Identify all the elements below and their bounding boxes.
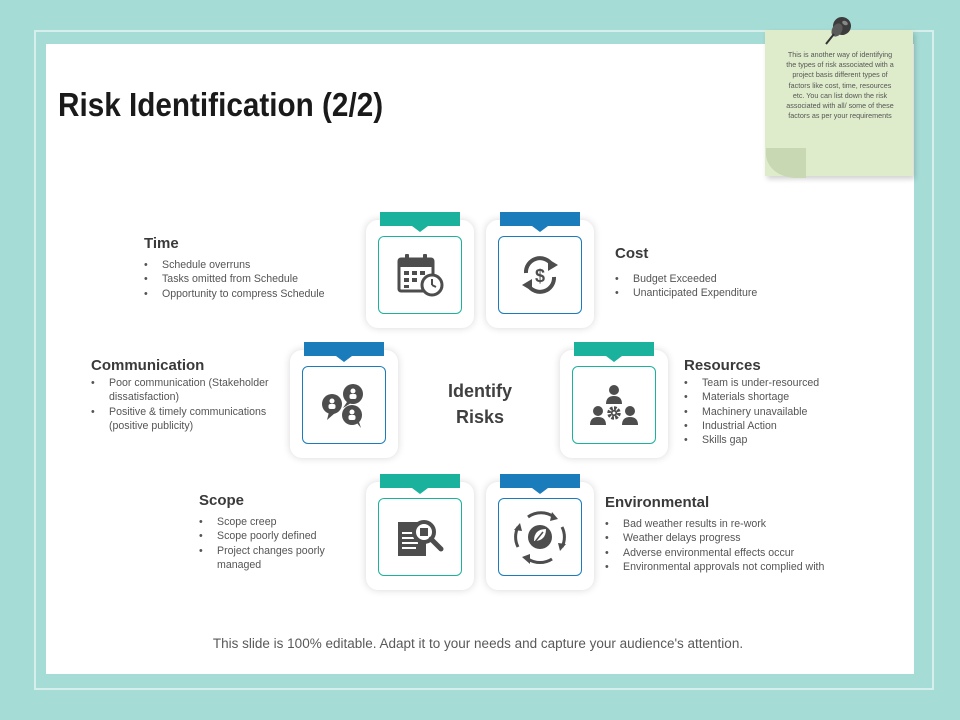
category-resources: Resources Team is under-resourced Materi… [684,357,884,448]
list-item: Weather delays progress [605,531,885,546]
document-search-icon [398,520,444,556]
slide-frame [34,30,934,690]
list-item: Materials shortage [684,390,884,405]
list-item: Budget Exceeded [615,272,835,287]
center-label: Identify Risks [425,378,535,430]
list-item: Scope poorly defined [199,529,359,544]
list-item: Schedule overruns [144,258,359,273]
slide-title: Risk Identification (2/2) [58,86,384,123]
tile-scope [366,474,474,590]
list-item: Poor communication (Stakeholder dissatis… [91,376,271,405]
tile-cost: $ [486,212,594,328]
list-item: Skills gap [684,433,884,448]
tile-resources [560,342,668,458]
svg-text:$: $ [535,266,545,286]
list-item: Industrial Action [684,419,884,434]
category-title: Resources [684,357,761,374]
list-item: Bad weather results in re-work [605,517,885,532]
list-item: Tasks omitted from Schedule [144,272,359,287]
tile-tab [380,474,460,494]
center-label-line2: Risks [455,407,505,427]
tile-tab [500,474,580,494]
tile-tab [380,212,460,232]
list-item: Project changes poorly managed [199,544,359,573]
list-item: Scope creep [199,515,359,530]
tile-tab [304,342,384,362]
category-title: Time [144,235,179,252]
tile-communication [290,342,398,458]
list-item: Opportunity to compress Schedule [144,287,359,302]
people-chat-icon [322,384,363,428]
list-item: Environmental approvals not complied wit… [605,560,885,575]
calendar-clock-icon [397,254,444,297]
list-item: Positive & timely communications (positi… [91,405,271,434]
tile-tab [500,212,580,232]
dollar-cycle-icon: $ [522,256,558,294]
category-time: Time Schedule overruns Tasks omitted fro… [144,235,359,301]
category-title: Environmental [605,494,710,511]
category-communication: Communication Poor communication (Stakeh… [91,357,271,433]
tile-time [366,212,474,328]
center-label-line1: Identify [447,381,512,401]
category-cost: Cost Budget Exceeded Unanticipated Expen… [615,245,835,301]
category-environmental: Environmental Bad weather results in re-… [605,494,885,574]
category-title: Communication [91,357,205,374]
list-item: Team is under-resourced [684,376,884,391]
sticky-note-text: This is another way of identifying the t… [786,50,894,121]
team-gear-icon [590,385,638,425]
pushpin-icon [825,17,851,45]
eco-cycle-icon [514,511,566,564]
footer-text: This slide is 100% editable. Adapt it to… [212,636,744,651]
category-title: Scope [199,492,245,509]
tile-tab [574,342,654,362]
list-item: Adverse environmental effects occur [605,546,885,561]
list-item: Unanticipated Expenditure [615,286,835,301]
category-scope: Scope Scope creep Scope poorly defined P… [199,492,359,572]
category-title: Cost [615,245,649,262]
tile-environmental [486,474,594,590]
list-item: Machinery unavailable [684,405,884,420]
